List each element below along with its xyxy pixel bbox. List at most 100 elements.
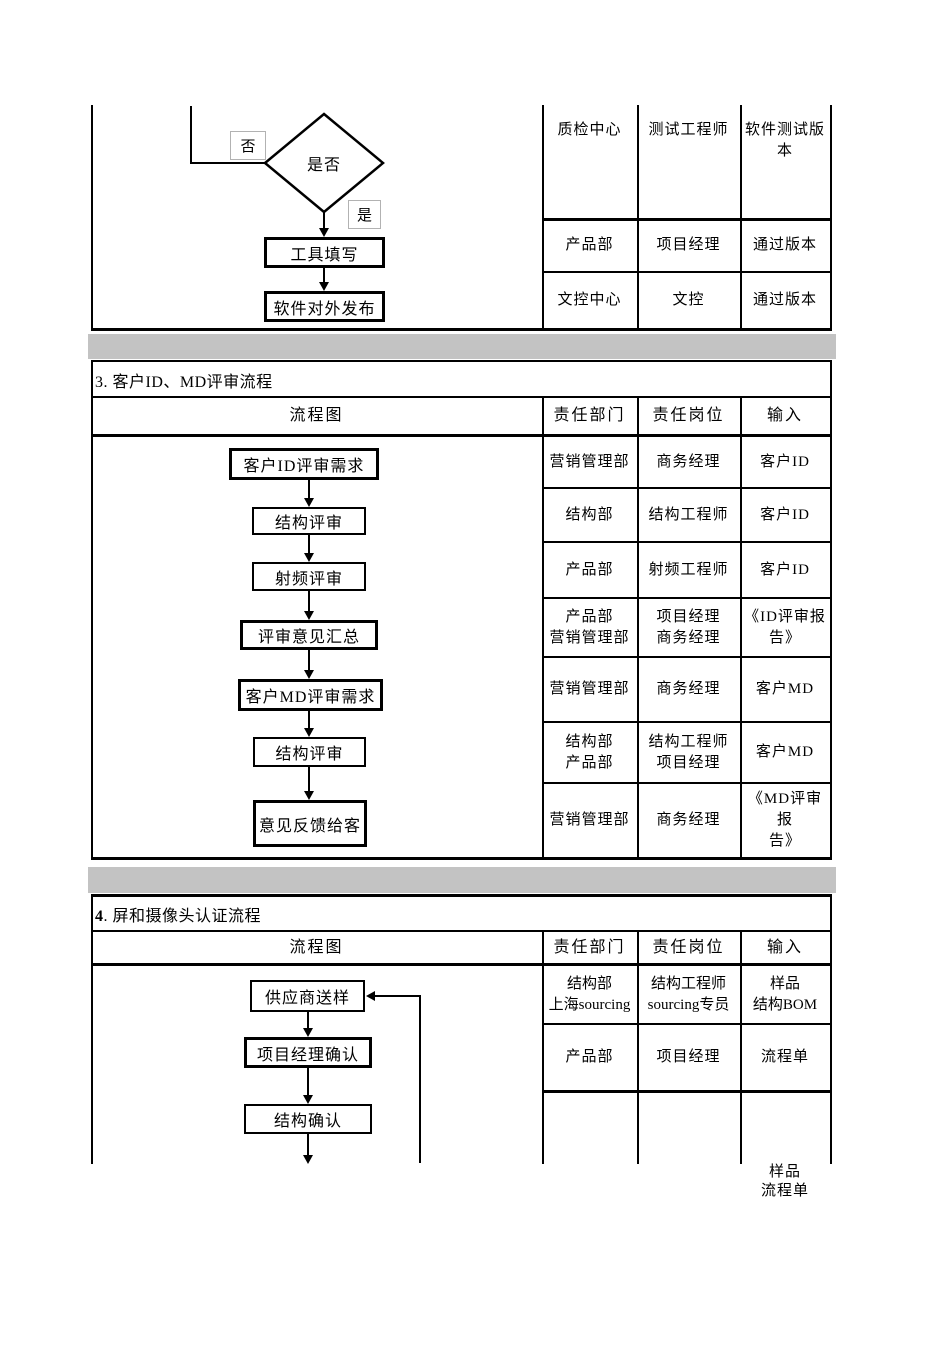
- s3-row4-role-cell: 商务经理: [656, 681, 721, 697]
- s4-row0-input-cell: 样品 结构BOM: [752, 976, 818, 1013]
- flow-box-feedback-to-customer: 意见反馈给客: [253, 800, 367, 847]
- section-separator-bar: [88, 334, 836, 359]
- section3-title: 3. 客户ID、MD评审流程: [95, 368, 273, 392]
- grid-line: [542, 721, 832, 723]
- s2-row0-dept-cell: 质检中心: [557, 122, 622, 138]
- section3-title-text: 3. 客户ID、MD评审流程: [95, 374, 273, 391]
- grid-line: [91, 360, 93, 860]
- s4-row2-dept-cell: [542, 1093, 637, 1164]
- s3-row5-input-cell: 客户MD: [755, 744, 815, 760]
- grid-line: [542, 930, 544, 1164]
- grid-line: [830, 894, 832, 1164]
- label-no: 否: [230, 131, 266, 160]
- grid-line: [91, 930, 832, 932]
- s2-row0-input-cell: 软件测试版 本: [744, 122, 825, 159]
- s3-header-dept: 责任部门: [553, 407, 626, 424]
- flow-box-structure-review-1: 结构评审: [252, 507, 366, 535]
- grid-line: [542, 1090, 832, 1093]
- flow-box-customer-id-review-request: 客户ID评审需求: [229, 448, 379, 480]
- section4-title-number: 4: [95, 908, 104, 925]
- s3-row2-dept-cell: 产品部: [565, 561, 614, 578]
- flow-box-review-opinion-summary: 评审意见汇总: [240, 620, 378, 650]
- s3-row0-dept-cell: 营销管理部: [549, 454, 630, 470]
- grid-line: [542, 597, 832, 599]
- s3-row4-dept-cell: 营销管理部: [549, 681, 630, 697]
- s4-row2-role-cell: [637, 1093, 740, 1164]
- flow-box-pm-confirm: 项目经理确认: [244, 1037, 372, 1068]
- s4-row1-dept-cell: 产品部: [565, 1048, 614, 1065]
- s4-header-role: 责任岗位: [652, 939, 725, 956]
- arrow-down-icon: [319, 228, 329, 237]
- label-yes: 是: [348, 200, 381, 229]
- s3-row0-input-cell: 客户ID: [760, 454, 810, 470]
- section4-title: 4. 屏和摄像头认证流程: [95, 902, 261, 926]
- s3-row4-input-cell: 客户MD: [755, 681, 815, 697]
- flow-box-software-release: 软件对外发布: [264, 291, 385, 322]
- s3-row6-role-cell: 商务经理: [656, 811, 721, 828]
- grid-line: [91, 894, 93, 1164]
- decision-diamond-text: 是否: [306, 157, 341, 174]
- arrow-down-icon: [304, 553, 314, 562]
- s4-overflow-input-text: 样品 流程单: [760, 1164, 809, 1199]
- s3-row2-role-cell: 射频工程师: [648, 561, 729, 578]
- s2-row1-dept-cell: 产品部: [565, 237, 614, 253]
- s4-header-dept: 责任部门: [553, 939, 626, 956]
- rework-loop-line: [375, 995, 421, 1163]
- flow-box-tool-filling: 工具填写: [264, 237, 385, 268]
- grid-line: [91, 963, 832, 966]
- grid-line: [637, 930, 639, 1164]
- s3-row1-input-cell: 客户ID: [760, 506, 810, 523]
- grid-line: [542, 1023, 832, 1025]
- s2-row2-role-cell: 文控: [672, 291, 705, 308]
- grid-line: [91, 328, 832, 331]
- grid-line: [542, 218, 832, 221]
- flow-box-supplier-sample: 供应商送样: [250, 980, 365, 1012]
- s3-row2-input-cell: 客户ID: [760, 561, 810, 578]
- grid-line: [542, 487, 832, 489]
- s3-row6-dept-cell: 营销管理部: [549, 811, 630, 828]
- grid-line: [91, 360, 832, 362]
- arrow-down-icon: [304, 670, 314, 679]
- arrow-down-icon: [304, 498, 314, 507]
- arrow-down-icon: [304, 791, 314, 800]
- grid-line: [91, 105, 93, 331]
- s3-row3-role-cell: 项目经理 商务经理: [656, 608, 721, 646]
- s3-row0-role-cell: 商务经理: [656, 454, 721, 470]
- s3-row5-dept-cell: 结构部 产品部: [565, 733, 614, 771]
- arrow-left-icon: [366, 991, 375, 1001]
- s3-row5-role-cell: 结构工程师 项目经理: [648, 733, 729, 771]
- s3-header-role: 责任岗位: [652, 407, 725, 424]
- s2-row2-input-cell: 通过版本: [752, 291, 817, 308]
- s4-row1-role-cell: 项目经理: [656, 1048, 721, 1065]
- grid-line: [91, 396, 832, 398]
- flow-box-rf-review: 射频评审: [252, 562, 366, 591]
- grid-line: [542, 271, 832, 273]
- s2-row1-input-cell: 通过版本: [752, 237, 817, 253]
- s4-header-flow: 流程图: [289, 939, 344, 956]
- grid-line: [740, 930, 742, 1164]
- section4-title-text: . 屏和摄像头认证流程: [103, 908, 262, 925]
- grid-line: [91, 434, 832, 437]
- grid-line: [91, 857, 832, 860]
- s2-row0-role-cell: 测试工程师: [648, 122, 729, 138]
- flow-box-customer-md-review-request: 客户MD评审需求: [238, 679, 383, 711]
- s3-row6-input-cell: 《MD评审报 告》: [747, 790, 823, 849]
- flow-box-structure-review-2: 结构评审: [253, 737, 366, 767]
- grid-line: [542, 656, 832, 658]
- grid-line: [542, 541, 832, 543]
- arrow-down-icon: [303, 1155, 313, 1164]
- grid-line: [542, 782, 832, 784]
- s3-row3-dept-cell: 产品部 营销管理部: [549, 608, 630, 646]
- s3-header-input: 输入: [766, 407, 803, 424]
- label-yes-text: 是: [356, 208, 372, 224]
- s4-row0-role-cell: 结构工程师 sourcing专员: [647, 976, 730, 1013]
- label-no-text: 否: [240, 139, 256, 155]
- s2-row1-role-cell: 项目经理: [656, 237, 721, 253]
- flow-box-structure-confirm: 结构确认: [244, 1104, 372, 1134]
- grid-line: [740, 396, 742, 860]
- grid-line: [637, 396, 639, 860]
- s3-row1-role-cell: 结构工程师: [648, 506, 729, 523]
- arrow-down-icon: [304, 728, 314, 737]
- section-separator-bar: [88, 867, 836, 893]
